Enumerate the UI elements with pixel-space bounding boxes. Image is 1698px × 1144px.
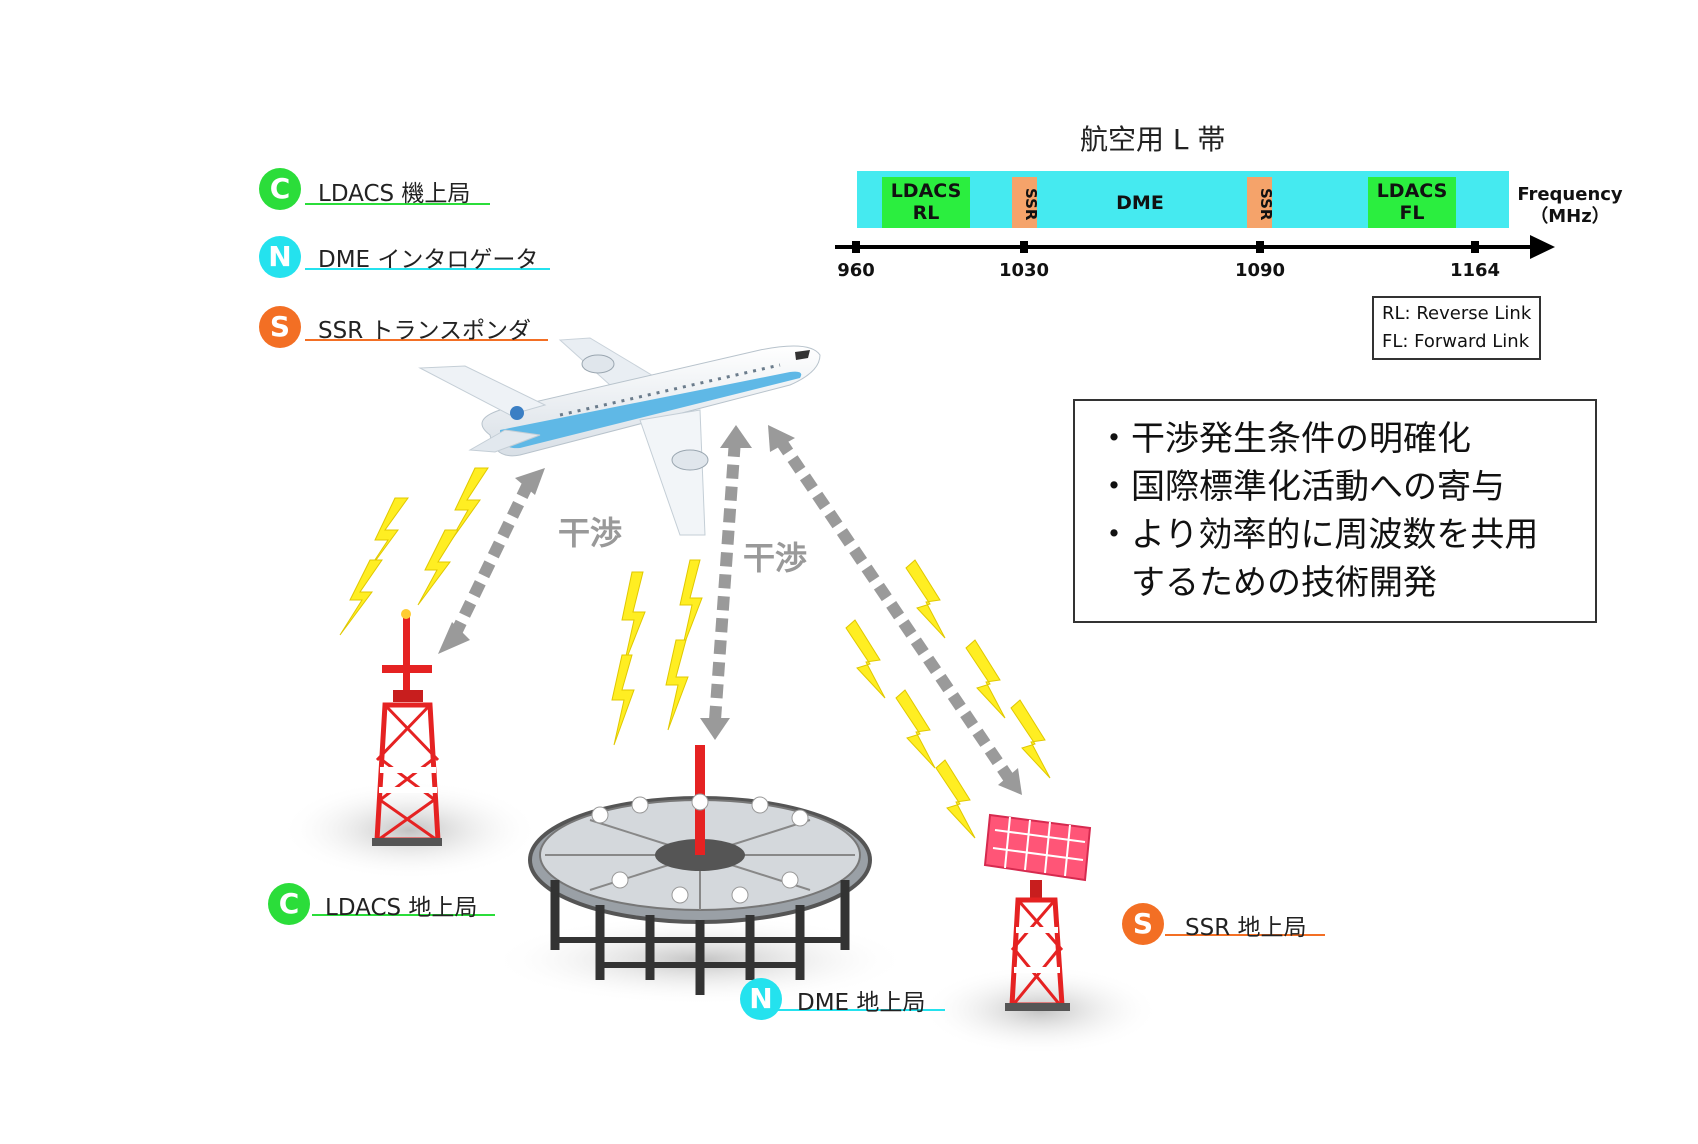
- band-title: 航空用 L 帯: [1080, 123, 1226, 156]
- interference-arrows: [449, 436, 1015, 784]
- dme-ground-station-icon: [528, 745, 872, 995]
- station-label: LDACS 地上局: [325, 895, 478, 921]
- axis-label: Frequency（MHz）: [1517, 184, 1623, 227]
- dme-badge-icon: N: [740, 978, 782, 1020]
- goal-item: ・国際標準化活動への寄与: [1097, 467, 1505, 507]
- ldacs-badge-icon: C: [259, 168, 301, 210]
- legend-label: DME インタロゲータ: [318, 247, 539, 273]
- goals-box: ・干渉発生条件の明確化 ・国際標準化活動への寄与 ・より効率的に周波数を共用 す…: [1073, 399, 1597, 623]
- airplane-icon: [418, 337, 821, 536]
- segment-ssr-1: SSR: [1022, 187, 1040, 221]
- tick-label: 1164: [1449, 260, 1501, 281]
- goal-item: ・干渉発生条件の明確化: [1097, 419, 1471, 459]
- frequency-band: [835, 171, 1555, 259]
- link-legend: RL: Reverse Link FL: Forward Link: [1372, 296, 1542, 360]
- segment-ssr-2: SSR: [1257, 187, 1275, 221]
- legend-label: SSR トランスポンダ: [318, 318, 532, 344]
- ssr-ground-tower-icon: [983, 813, 1092, 1011]
- goal-item: するための技術開発: [1097, 563, 1437, 603]
- ldacs-tower-shadow: [280, 780, 540, 880]
- ldacs-ground-tower-icon: [372, 609, 442, 846]
- interference-label: 干渉: [558, 514, 623, 552]
- dme-badge-icon: N: [259, 236, 301, 278]
- arrow-heads: [438, 425, 1022, 795]
- segment-dme: DME: [1116, 192, 1164, 214]
- tick-label: 1090: [1234, 260, 1286, 281]
- tick-label: 960: [837, 260, 875, 281]
- legend-label: LDACS 機上局: [318, 181, 471, 207]
- ssr-badge-icon: S: [259, 306, 301, 348]
- interference-label: 干渉: [743, 539, 808, 577]
- lightning-bolts: [339, 467, 1051, 839]
- station-label: SSR 地上局: [1185, 915, 1307, 941]
- link-legend-fl: FL: Forward Link: [1382, 331, 1530, 352]
- ssr-badge-icon: S: [1122, 903, 1164, 945]
- station-label: DME 地上局: [797, 990, 926, 1016]
- tick-label: 1030: [998, 260, 1050, 281]
- goal-item: ・より効率的に周波数を共用: [1097, 515, 1539, 555]
- link-legend-rl: RL: Reverse Link: [1382, 303, 1532, 324]
- ldacs-badge-icon: C: [268, 883, 310, 925]
